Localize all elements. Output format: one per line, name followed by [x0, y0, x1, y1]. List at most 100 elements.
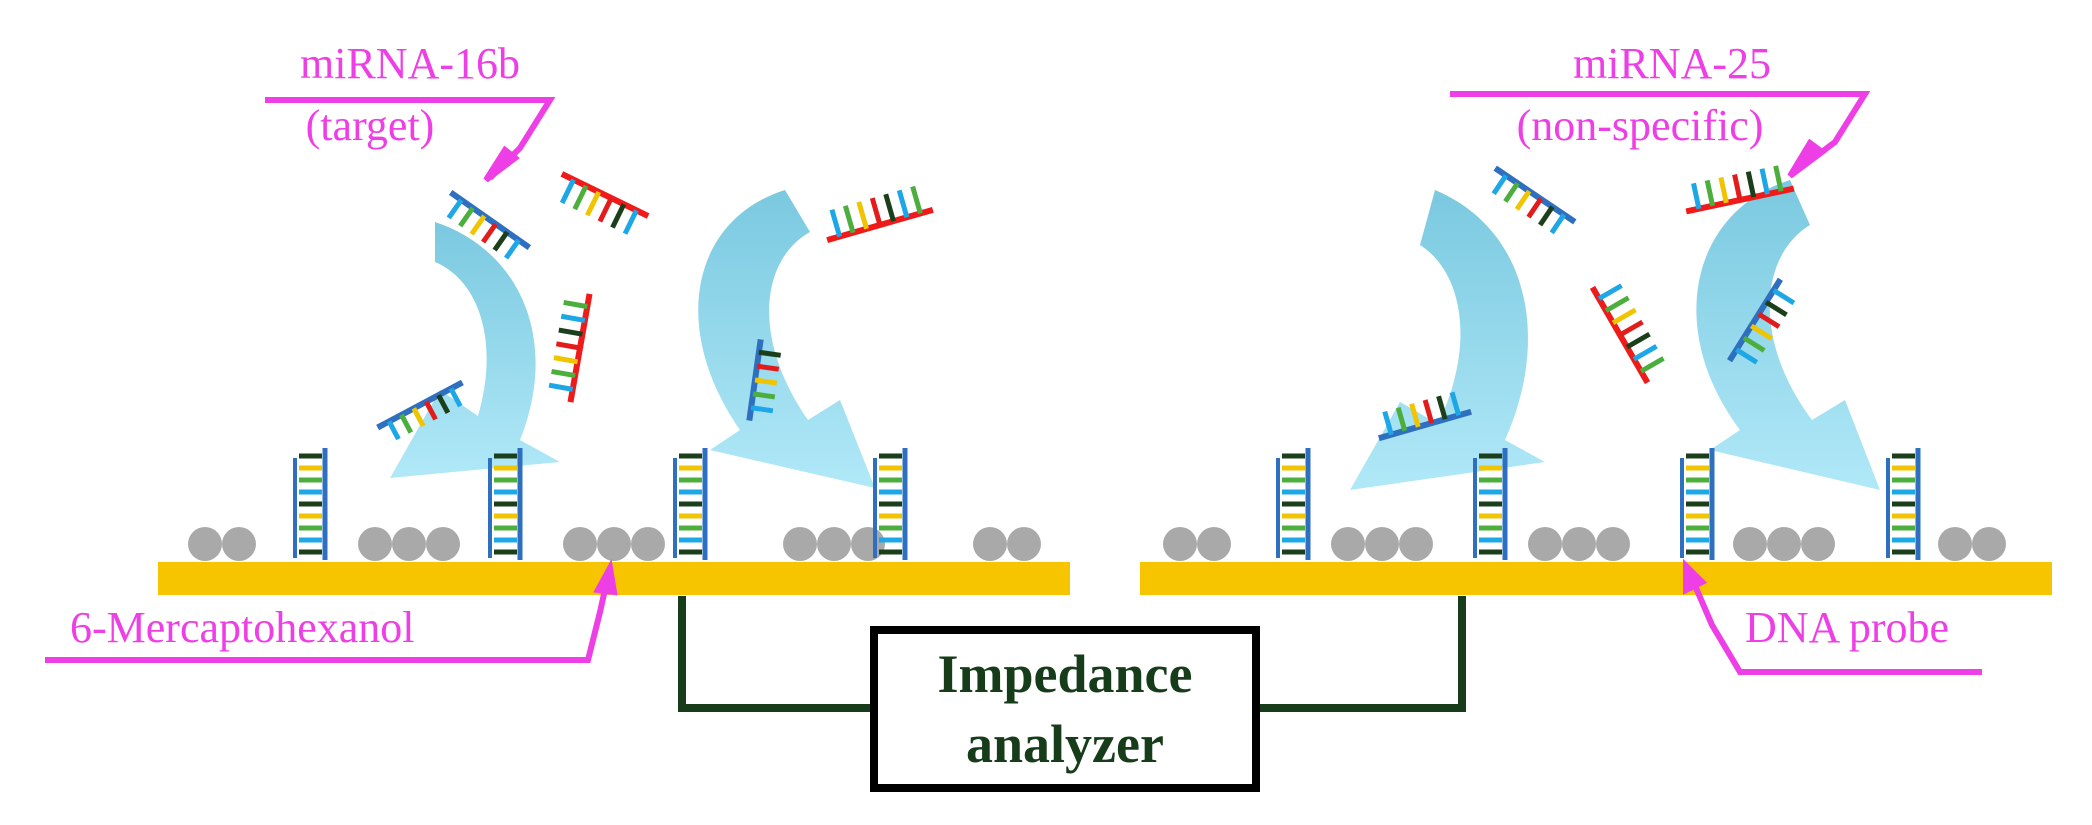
strand-base: [1759, 168, 1770, 195]
strand-base: [1611, 307, 1637, 326]
strand-base: [1732, 174, 1743, 201]
dna-probe-icon: [1473, 448, 1508, 560]
strand-base: [1549, 213, 1567, 235]
strand-base: [1773, 165, 1784, 192]
molecule-icon: [1007, 527, 1041, 561]
molecule-icon: [1596, 527, 1630, 561]
strand-base: [1395, 407, 1408, 432]
molecule-icon: [1938, 527, 1972, 561]
dna-probe-icon: [1276, 448, 1311, 560]
annotations: [45, 91, 1982, 675]
dna-probe-icon: [673, 448, 708, 560]
analyzer-wires: [678, 596, 1466, 712]
dna-probe-icon: [873, 448, 908, 560]
curved-arrow-icon: [1696, 180, 1880, 490]
strand-base: [411, 407, 426, 428]
molecule-icon: [597, 527, 631, 561]
analyzer-line1: Impedance: [938, 644, 1193, 704]
strand-base: [1749, 323, 1773, 341]
strand-base: [910, 185, 923, 215]
molecule-icon: [817, 527, 851, 561]
strand-base: [1718, 176, 1729, 204]
strand-base: [585, 190, 601, 217]
strand-base: [1742, 335, 1766, 353]
target-role-label: (target): [306, 101, 435, 150]
strand-base: [1538, 205, 1555, 227]
strand-base: [1735, 347, 1759, 365]
strand-base: [553, 355, 579, 365]
strand-base: [1436, 395, 1448, 420]
strand-base: [829, 208, 843, 238]
mirna-strand-icon: [376, 379, 464, 441]
strand-base: [458, 206, 475, 228]
mirna-strand-layer: [376, 165, 1796, 442]
molecule-icon: [1331, 527, 1365, 561]
molecule-icon: [783, 527, 817, 561]
strand-base: [610, 203, 627, 229]
strand-base: [1691, 182, 1702, 210]
dna-probe-icon: [1886, 448, 1921, 560]
strand-base: [856, 201, 869, 230]
molecule-icon: [426, 527, 460, 561]
strand-base: [572, 184, 589, 211]
curved-arrow-icon: [390, 222, 560, 478]
strand-backbone: [1378, 408, 1472, 442]
blocker-label: 6-Mercaptohexanol: [70, 603, 415, 652]
strand-base: [1422, 399, 1435, 424]
right-electrode: [1140, 562, 2052, 595]
strand-base: [842, 205, 856, 234]
mirna-strand-icon: [826, 185, 934, 244]
strand-base: [1745, 171, 1757, 198]
mirna-strand-icon: [446, 190, 532, 260]
molecule-icon: [1733, 527, 1767, 561]
strand-base: [1704, 179, 1716, 207]
molecule-icon: [1197, 527, 1231, 561]
strand-base: [1503, 181, 1520, 203]
strand-base: [399, 413, 414, 434]
strand-base: [754, 377, 778, 386]
molecule-icon: [851, 527, 885, 561]
mercaptohexanol-layer: [188, 527, 2006, 561]
strand-base: [551, 368, 576, 379]
strand-base: [448, 387, 463, 408]
strand-base: [750, 405, 774, 414]
strand-base: [1597, 283, 1623, 301]
strand-base: [560, 313, 586, 323]
strand-base: [1514, 189, 1532, 211]
strand-base: [1604, 295, 1630, 313]
strand-base: [469, 214, 487, 236]
strand-base: [883, 193, 896, 222]
molecule-icon: [1562, 527, 1596, 561]
strand-base: [481, 222, 498, 244]
strand-base: [1409, 403, 1421, 428]
molecule-icon: [1767, 527, 1801, 561]
strand-base: [1772, 288, 1796, 306]
molecule-icon: [392, 527, 426, 561]
dna-probe-icon: [293, 448, 328, 560]
strand-backbone: [376, 379, 464, 431]
strand-backbone: [1727, 277, 1783, 363]
nonspecific-role-label: (non-specific): [1517, 101, 1764, 150]
molecule-icon: [222, 527, 256, 561]
dna-probe-icon: [1680, 448, 1715, 560]
impedance-analyzer-box: [870, 626, 1260, 792]
molecule-icon: [631, 527, 665, 561]
mirna-strand-icon: [1685, 165, 1795, 215]
strand-base: [423, 400, 438, 421]
nonspecific-name-label: miRNA-25: [1573, 39, 1771, 88]
mirna-strand-icon: [548, 293, 593, 403]
molecule-icon: [973, 527, 1007, 561]
strand-backbone: [560, 171, 650, 219]
strand-backbone: [1493, 165, 1577, 225]
molecule-icon: [1365, 527, 1399, 561]
strand-base: [446, 198, 464, 220]
strand-base: [752, 391, 776, 400]
strand-base: [1639, 356, 1665, 374]
molecule-icon: [1163, 527, 1197, 561]
strand-base: [758, 349, 782, 358]
mirna-strand-icon: [746, 338, 782, 422]
molecule-icon: [1801, 527, 1835, 561]
molecule-icon: [1972, 527, 2006, 561]
